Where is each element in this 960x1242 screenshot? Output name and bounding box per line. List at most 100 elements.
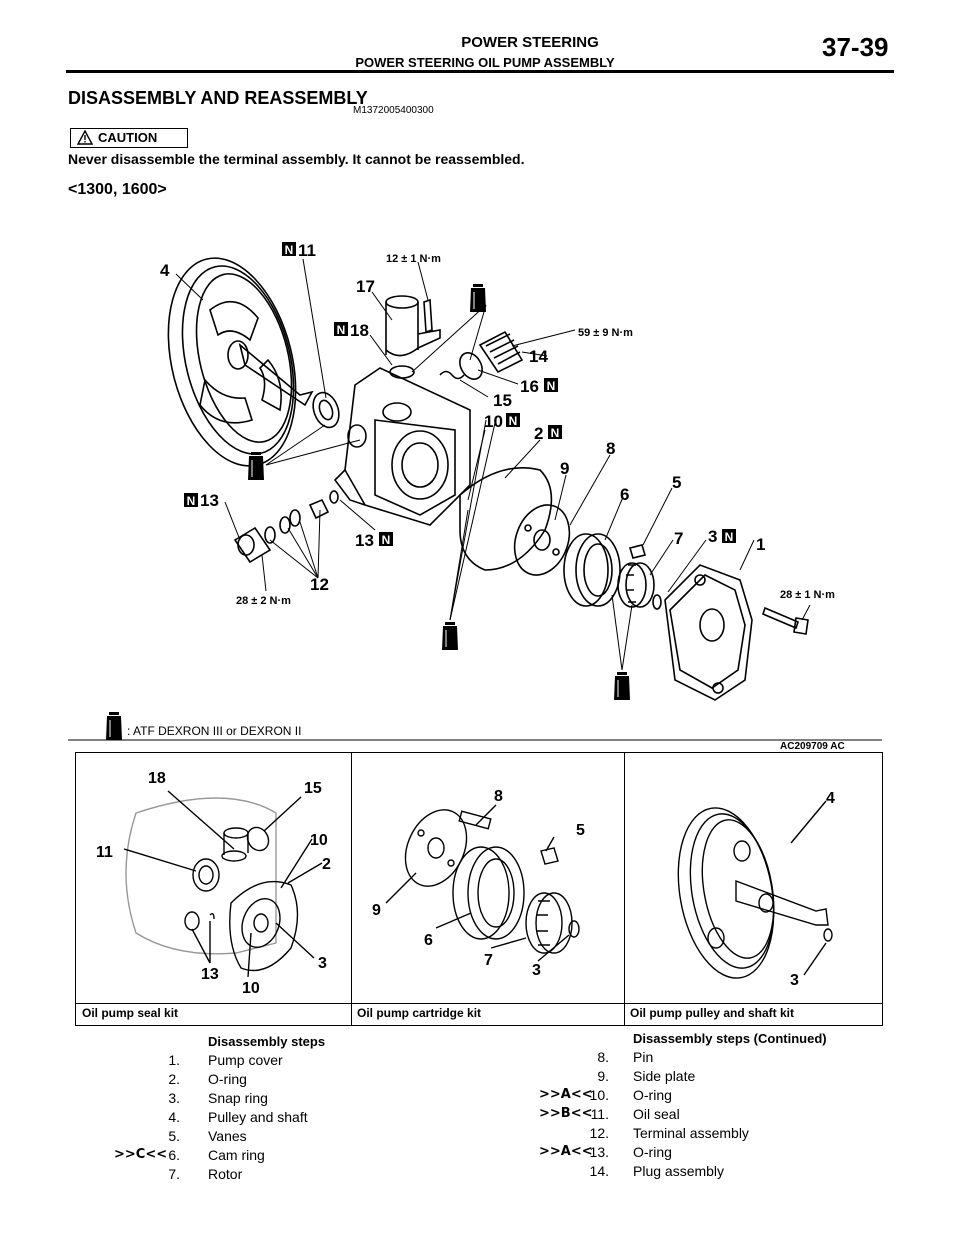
vane-drawing — [628, 544, 662, 610]
oilcan-icon — [105, 711, 123, 741]
torque-t2: 59 ± 9 N·m — [578, 327, 633, 339]
caution-label: CAUTION — [98, 130, 158, 145]
list-item: 4. Pulley and shaft — [168, 1109, 308, 1125]
callout-9: 9 — [372, 902, 381, 919]
list-item: 12. Terminal assembly — [589, 1125, 749, 1141]
callout-11: 11 — [96, 844, 113, 861]
list-item: 3. Snap ring — [168, 1090, 268, 1106]
pulley-kit-callouts: 4 3 — [790, 790, 835, 989]
callout-3: 3 — [708, 527, 717, 546]
warning-triangle-icon — [76, 129, 94, 150]
callout-7: 7 — [484, 952, 493, 969]
callout-8: 8 — [494, 788, 503, 805]
caution-box: CAUTION — [70, 128, 188, 148]
pulley-kit-drawing — [677, 800, 833, 979]
callout-12: 12 — [310, 575, 329, 594]
header-rule — [66, 70, 894, 73]
caution-text: Never disassemble the terminal assembly.… — [68, 151, 525, 167]
list-item: >>B<< 11. Oil seal — [539, 1106, 680, 1122]
callout-5: 5 — [672, 473, 681, 492]
steps-left-list: 1. Pump cover 2. O-ring 3. Snap ring 4. … — [100, 1052, 400, 1185]
kits-drawings: 18 15 11 10 2 13 10 3 — [96, 770, 835, 997]
oilcan-icon — [441, 621, 459, 651]
list-item: 1. Pump cover — [168, 1052, 283, 1068]
callout-10: 10 — [242, 980, 260, 997]
seal-kit-callouts: 18 15 11 10 2 13 10 3 — [96, 770, 331, 997]
callout-18: 18 — [148, 770, 166, 787]
list-item: 7. Rotor — [168, 1166, 243, 1182]
page-number: 37-39 — [822, 32, 889, 62]
callout-14: 14 — [529, 347, 548, 366]
callout-9: 9 — [560, 459, 569, 478]
page-title: DISASSEMBLY AND REASSEMBLY — [68, 88, 368, 108]
pulley-drawing — [167, 257, 314, 467]
oilcan-icon — [247, 451, 265, 481]
leader-lines — [175, 258, 811, 671]
callout-17: 17 — [356, 277, 375, 296]
kit-name-pulley: Oil pump pulley and shaft kit — [630, 1006, 795, 1020]
cartridge-kit-drawing — [385, 804, 580, 962]
terminal-assembly-drawing — [233, 490, 339, 564]
new-part-mark: N — [547, 379, 556, 393]
list-item: 8. Pin — [597, 1049, 654, 1065]
list-item: >>A<< 13. O-ring — [539, 1144, 672, 1160]
doc-code: M1372005400300 — [353, 105, 434, 116]
callout-7: 7 — [674, 529, 683, 548]
oilcan-icon — [613, 671, 631, 701]
kits-table: 18 15 11 10 2 13 10 3 — [75, 752, 883, 1026]
oring-10-drawing — [459, 467, 553, 571]
new-part-mark: N — [509, 414, 518, 428]
callout-4: 4 — [826, 790, 835, 807]
list-item: >>C<< 6. Cam ring — [114, 1147, 265, 1163]
seal-kit-drawing — [123, 790, 323, 978]
callout-15: 15 — [304, 780, 322, 797]
callout-4: 4 — [160, 261, 170, 280]
oil-seal-drawing — [312, 391, 340, 429]
pump-body-drawing — [333, 367, 471, 526]
model-variant: <1300, 1600> — [68, 181, 167, 198]
list-item: 14. Plug assembly — [589, 1163, 725, 1179]
callout-3: 3 — [790, 972, 799, 989]
side-plate-drawing — [513, 504, 571, 576]
rotor-drawing — [617, 562, 655, 608]
callout-1: 1 — [756, 535, 765, 554]
cartridge-kit-callouts: 8 5 9 6 7 3 — [372, 788, 585, 979]
callout-labels: 4 11 17 18 14 16 15 10 2 8 9 5 6 7 3 1 1… — [160, 241, 765, 594]
callout-11: 11 — [298, 241, 316, 260]
callout-2: 2 — [534, 424, 543, 443]
callout-6: 6 — [620, 485, 629, 504]
figure-id: AC209709 AC — [780, 741, 845, 752]
callout-16: 15 — [493, 391, 512, 410]
cam-ring-drawing — [563, 533, 621, 607]
figure-legend: : ATF DEXRON III or DEXRON II — [127, 724, 301, 738]
new-part-mark: N — [187, 494, 196, 508]
new-part-mark: N — [725, 530, 734, 544]
callout-6: 6 — [424, 932, 433, 949]
callout-13: 13 — [201, 966, 219, 983]
callout-15: 16 — [520, 377, 539, 396]
torque-labels: 12 ± 1 N·m 59 ± 9 N·m 28 ± 2 N·m 28 ± 1 … — [236, 253, 835, 607]
new-part-marks: N N N N N N N N — [184, 242, 736, 547]
callout-5: 5 — [576, 822, 585, 839]
new-part-mark: N — [551, 426, 560, 440]
callout-3: 3 — [318, 955, 327, 972]
steps-right-title: Disassembly steps (Continued) — [633, 1031, 827, 1046]
callout-3: 3 — [532, 962, 541, 979]
new-part-mark: N — [382, 533, 391, 547]
callout-13: 13 — [200, 491, 219, 510]
new-part-mark: N — [337, 323, 346, 337]
plug-drawing — [439, 330, 524, 380]
torque-t1: 12 ± 1 N·m — [386, 253, 441, 265]
section-title: POWER STEERING — [461, 34, 599, 51]
oilcan-icon — [469, 283, 487, 313]
list-item: >>A<< 10. O-ring — [539, 1087, 672, 1103]
new-part-mark: N — [285, 243, 294, 257]
list-item: 9. Side plate — [597, 1068, 696, 1084]
callout-13: 13 — [355, 531, 374, 550]
callout-10: 10 — [484, 412, 503, 431]
callout-8: 8 — [606, 439, 615, 458]
steps-left-title: Disassembly steps — [208, 1034, 326, 1049]
callout-10: 10 — [310, 832, 328, 849]
subsection-title: POWER STEERING OIL PUMP ASSEMBLY — [355, 55, 615, 70]
